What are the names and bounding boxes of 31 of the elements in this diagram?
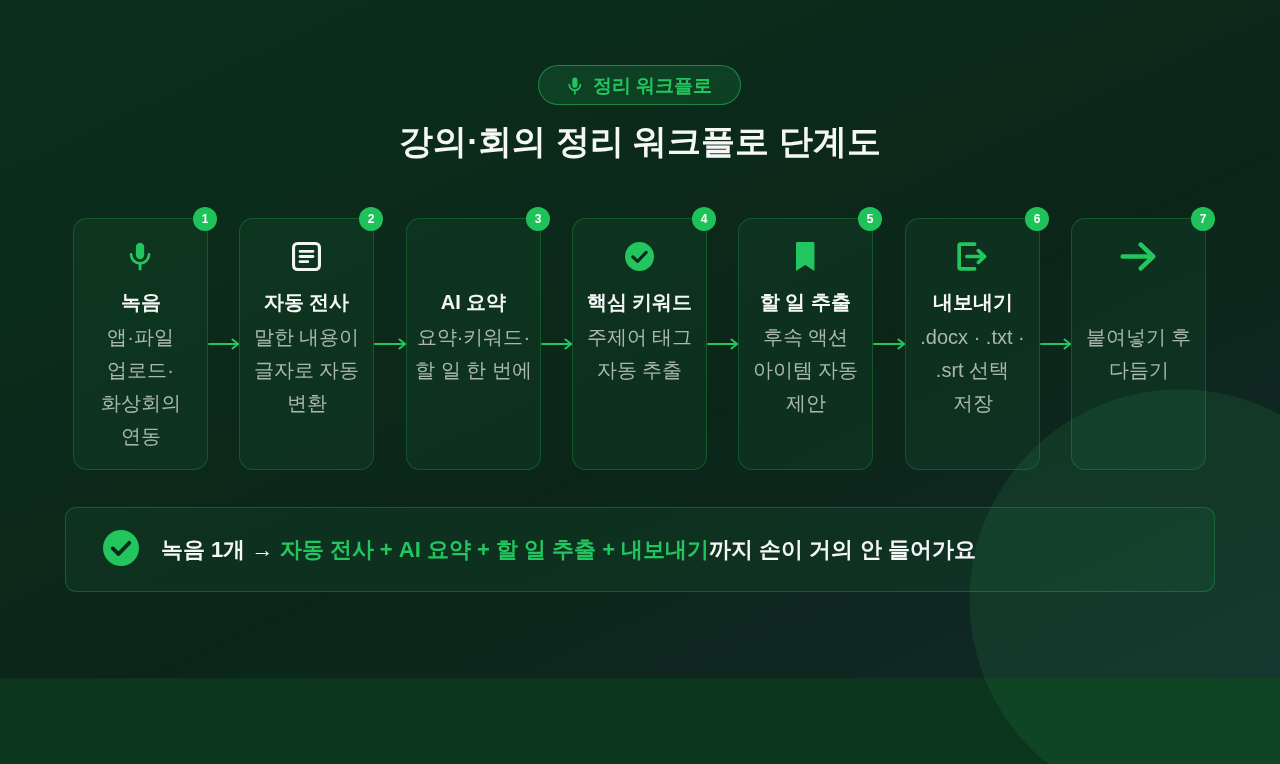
step-title: 내보내기 [932,290,1013,315]
step-description: 말한 내용이 글자로 자동 변환 [252,325,361,416]
step-description: 주제어 태그 자동 추출 [585,325,694,383]
summary-text: 녹음 1개 → 자동 전사 + AI 요약 + 할 일 추출 + 내보내기까지 손이 거의 안 들어가요 [161,536,976,564]
category-tag [538,65,741,105]
arrow [208,338,239,350]
step-description: 앱·파일 업로드·화상회의 연동 [99,325,182,449]
step-number-badge: 7 [1191,207,1215,231]
step-description: 후속 액션 아이템 자동 제안 [751,325,860,416]
arrow [873,338,905,350]
step-number-badge: 5 [858,207,882,231]
step-number-badge: 6 [1025,207,1049,231]
step-title: 자동 전사 [263,290,350,315]
step-description: 요약·키워드·할 일 한 번에 [414,325,533,383]
arrow [1040,338,1071,350]
step-title: 녹음 [120,290,161,315]
step-number-badge: 2 [359,207,383,231]
arrow [541,338,572,350]
arrow [374,338,406,350]
summary-banner [65,507,1215,592]
arrow [707,338,738,350]
step-title: AI 요약 [440,290,507,315]
step-description: .docx · .txt · .srt 선택 저장 [919,325,1026,416]
step-description: 붙여넣기 후 다듬기 [1084,325,1193,383]
step-number-badge: 4 [692,207,716,231]
step-number-badge: 1 [193,207,217,231]
step-number-badge: 3 [526,207,550,231]
step-title: 할 일 추출 [759,290,852,315]
step-title: 핵심 키워드 [586,290,693,315]
tag-label: 정리 워크플로 [593,74,713,98]
page-title: 강의·회의 정리 워크플로 단계도 [399,121,881,162]
